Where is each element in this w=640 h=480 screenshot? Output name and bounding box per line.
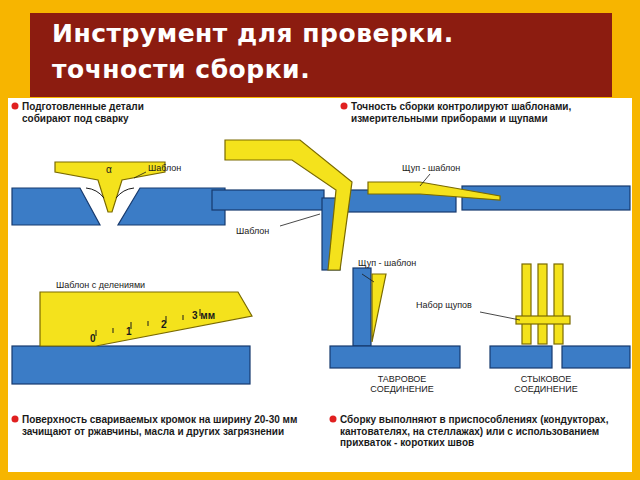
marks [86,188,200,336]
leader-lines [134,172,520,320]
part-label: Щуп - шаблон [402,163,482,173]
part-label: Шаблон [148,163,208,173]
joint-label: ТАВРОВОЕ СОЕДИНЕНИЕ [362,374,442,395]
gauges [40,140,570,346]
scale-number: 0 [90,333,102,345]
plates [12,186,630,384]
scale-number: 2 [161,319,173,331]
scale-number: 1 [126,326,138,338]
part-label: Шаблон с делениями [56,280,196,290]
note: Поверхность свариваемых кромок на ширину… [22,414,314,437]
title: Инструмент для проверки. точности сборки… [52,16,552,89]
note: Точность сборки контролируют шаблонами, … [351,101,631,124]
angle-symbol: α [106,164,120,176]
part-label: Шаблон [236,226,296,236]
note: Сборку выполняют в приспособлениях (конд… [340,414,630,449]
note: Подготовленные детали собирают под сварк… [22,101,192,124]
part-label: Щуп - шаблон [358,258,438,268]
joint-label: СТЫКОВОЕ СОЕДИНЕНИЕ [506,374,586,395]
scale-number: 3 мм [192,310,232,322]
panel [8,98,632,472]
part-label: Набор щупов [416,300,486,310]
title-band [30,13,612,97]
